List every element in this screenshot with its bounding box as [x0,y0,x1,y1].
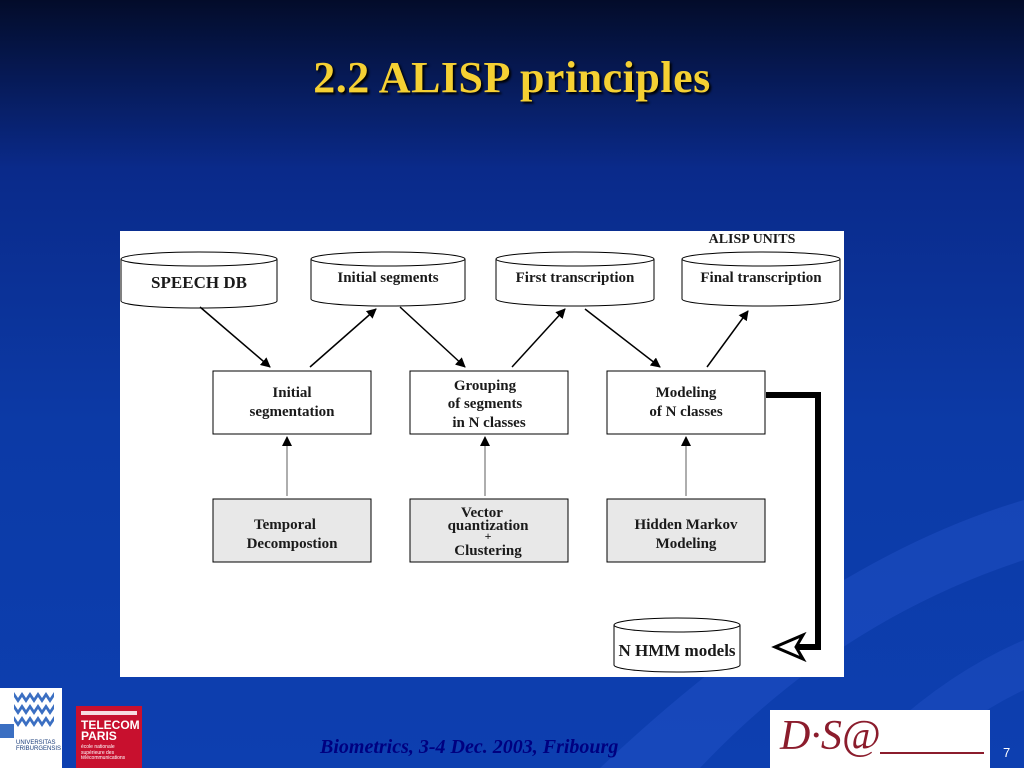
hmm-output-arrow [766,392,821,663]
telecom-name: TELECOM PARIS [81,718,140,743]
box-vq-line2: quantization [448,518,530,534]
box-modeling: Modeling of N classes [606,370,766,435]
universitas-logo: UNIVERSITAS FRIBURGENSIS [0,688,62,768]
box-temporal-line1: Temporal [254,517,316,533]
slide-footer: Biometrics, 3-4 Dec. 2003, Fribourg [320,736,619,758]
alisp-units-label: ALISP UNITS [709,232,796,247]
slide-title: 2.2 ALISP principles [313,53,711,102]
db-speech: SPEECH DB [120,251,278,309]
box-grouping: Grouping of segments in N classes [409,370,569,435]
box-temporal-decomposition: Temporal Decompostion [212,498,372,563]
telecom-name-line2: PARIS [81,729,117,743]
telecom-name-line1: TELECOM [81,718,140,732]
flow-arrows [199,306,749,368]
telecom-subtitle: école nationale supérieure des télécommu… [81,744,141,762]
universitas-emblem [0,692,54,738]
box-hmm-line2: Modeling [656,536,717,552]
box-initial-segmentation-line1: Initial [272,385,311,401]
db-first-transcription-label: First transcription [516,270,635,286]
method-arrows [282,436,691,496]
db-final-transcription: Final transcription [681,251,841,307]
universitas-label: UNIVERSITAS FRIBURGENSIS [16,740,62,752]
box-grouping-line1: Grouping [454,378,517,394]
telecom-sub-line3: télécommunications [81,755,126,761]
db-hmm-models: N HMM models [613,617,741,673]
box-grouping-line2: of segments [448,396,523,412]
box-initial-segmentation-line2: segmentation [250,404,336,420]
box-vq-line1: Vector [461,505,503,521]
db-initial-segments: Initial segments [310,251,466,307]
telecom-bar [81,711,137,715]
box-hmm-line1: Hidden Markov [635,517,738,533]
telecom-sub-line2: supérieure des [81,749,115,756]
box-initial-segmentation: Initial segmentation [212,370,372,435]
dsa-underline [880,752,984,754]
db-initial-segments-label: Initial segments [337,270,438,286]
box-vq-line3: + [485,529,492,543]
dsa-logo: D·S@ [770,710,990,768]
box-vector-quantization: Vector quantization + Clustering [409,498,569,563]
dsa-mark: D·S@ [780,713,881,759]
db-first-transcription: First transcription [495,251,655,307]
db-final-transcription-label: Final transcription [700,270,822,286]
box-hmm-modeling: Hidden Markov Modeling [606,498,766,563]
box-temporal-line2: Decompostion [247,536,338,552]
telecom-paris-logo: TELECOM PARIS école nationale supérieure… [76,706,142,768]
db-hmm-models-label: N HMM models [618,641,735,660]
box-grouping-line3: in N classes [452,415,526,431]
telecom-sub-line1: école nationale [81,744,115,750]
db-speech-label: SPEECH DB [151,273,247,292]
alisp-diagram: SPEECH DB Initial segments First transcr… [120,231,844,677]
box-modeling-line1: Modeling [656,385,717,401]
box-modeling-line2: of N classes [649,404,722,420]
page-number: 7 [1003,745,1011,760]
box-vq-line4: Clustering [454,543,522,559]
